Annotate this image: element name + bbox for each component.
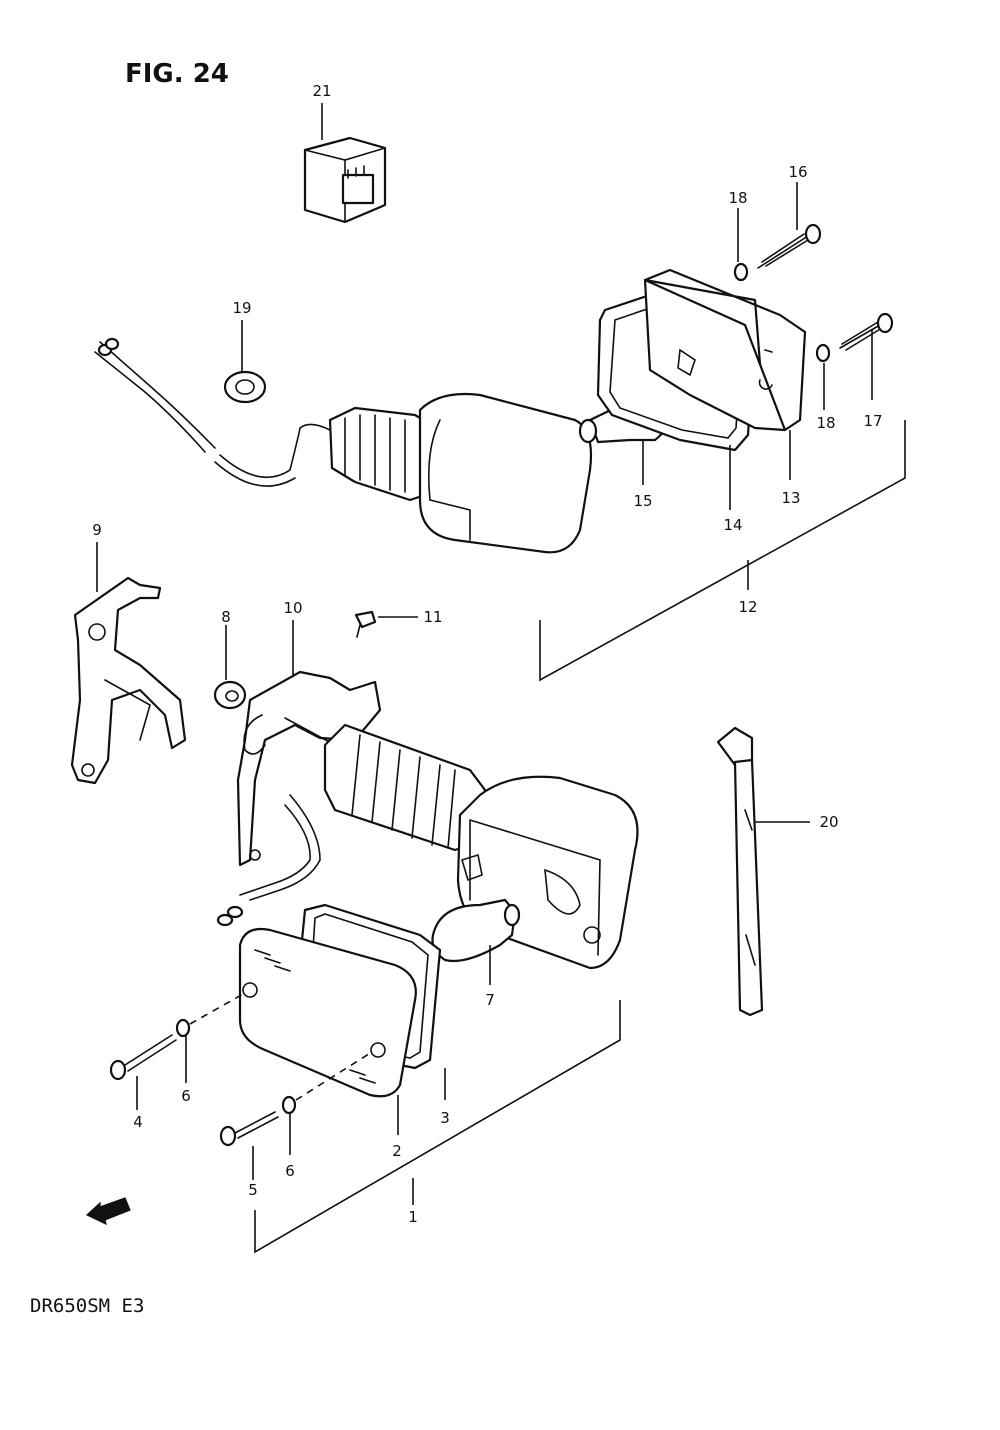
callout-9: 9 — [92, 521, 102, 539]
callout-2: 2 — [392, 1142, 402, 1160]
callout-13: 13 — [781, 489, 800, 507]
callout-8: 8 — [221, 608, 231, 626]
callout-21: 21 — [312, 82, 331, 100]
callout-12: 12 — [738, 598, 757, 616]
assembly-line-screw-4 — [189, 992, 246, 1025]
assembly-line-screw-5 — [295, 1051, 373, 1101]
part-9-bracket — [70, 576, 187, 785]
front-arrow-icon — [85, 1197, 131, 1226]
part-18-washer-b — [815, 343, 831, 363]
part-11-screw — [354, 610, 377, 638]
part-18-washer-a — [733, 262, 749, 282]
callout-14: 14 — [723, 516, 742, 534]
callout-labels: 21 19 16 18 17 18 15 14 13 12 9 8 10 11 … — [92, 82, 882, 1226]
callout-20: 20 — [819, 813, 838, 831]
callout-10: 10 — [283, 599, 302, 617]
part-7-bulb — [431, 898, 521, 963]
part-19-nut — [223, 370, 267, 404]
part-20-cable-tie — [716, 726, 764, 1017]
callout-18a: 18 — [728, 189, 747, 207]
figure-title: FIG. 24 — [125, 59, 229, 89]
callout-5: 5 — [248, 1181, 258, 1199]
part-6-washer-b — [281, 1095, 297, 1115]
callout-19: 19 — [232, 299, 251, 317]
part-5-screw — [219, 1111, 279, 1147]
part-13-lens — [643, 268, 807, 432]
part-17-screw — [839, 312, 894, 351]
callout-11: 11 — [423, 608, 442, 626]
part-2-lens — [238, 927, 417, 1098]
callout-17: 17 — [863, 412, 882, 430]
callout-16: 16 — [788, 163, 807, 181]
part-10-front-turn-signal-stay — [216, 670, 639, 970]
callout-18b: 18 — [816, 414, 835, 432]
part-4-screw — [109, 1034, 177, 1081]
callout-1: 1 — [408, 1208, 418, 1226]
leader-lines — [96, 103, 906, 1254]
callout-6a: 6 — [181, 1087, 191, 1105]
part-8-nut — [213, 680, 247, 710]
callout-4: 4 — [133, 1113, 143, 1131]
model-code: DR650SM E3 — [30, 1295, 144, 1317]
callout-6b: 6 — [285, 1162, 295, 1180]
part-6-washer-a — [175, 1018, 191, 1038]
rear-turn-signal-assembly — [94, 337, 593, 554]
part-16-screw — [757, 223, 822, 269]
callout-3: 3 — [440, 1109, 450, 1127]
callout-7: 7 — [485, 991, 495, 1009]
callout-15: 15 — [633, 492, 652, 510]
part-21-relay — [303, 136, 387, 224]
